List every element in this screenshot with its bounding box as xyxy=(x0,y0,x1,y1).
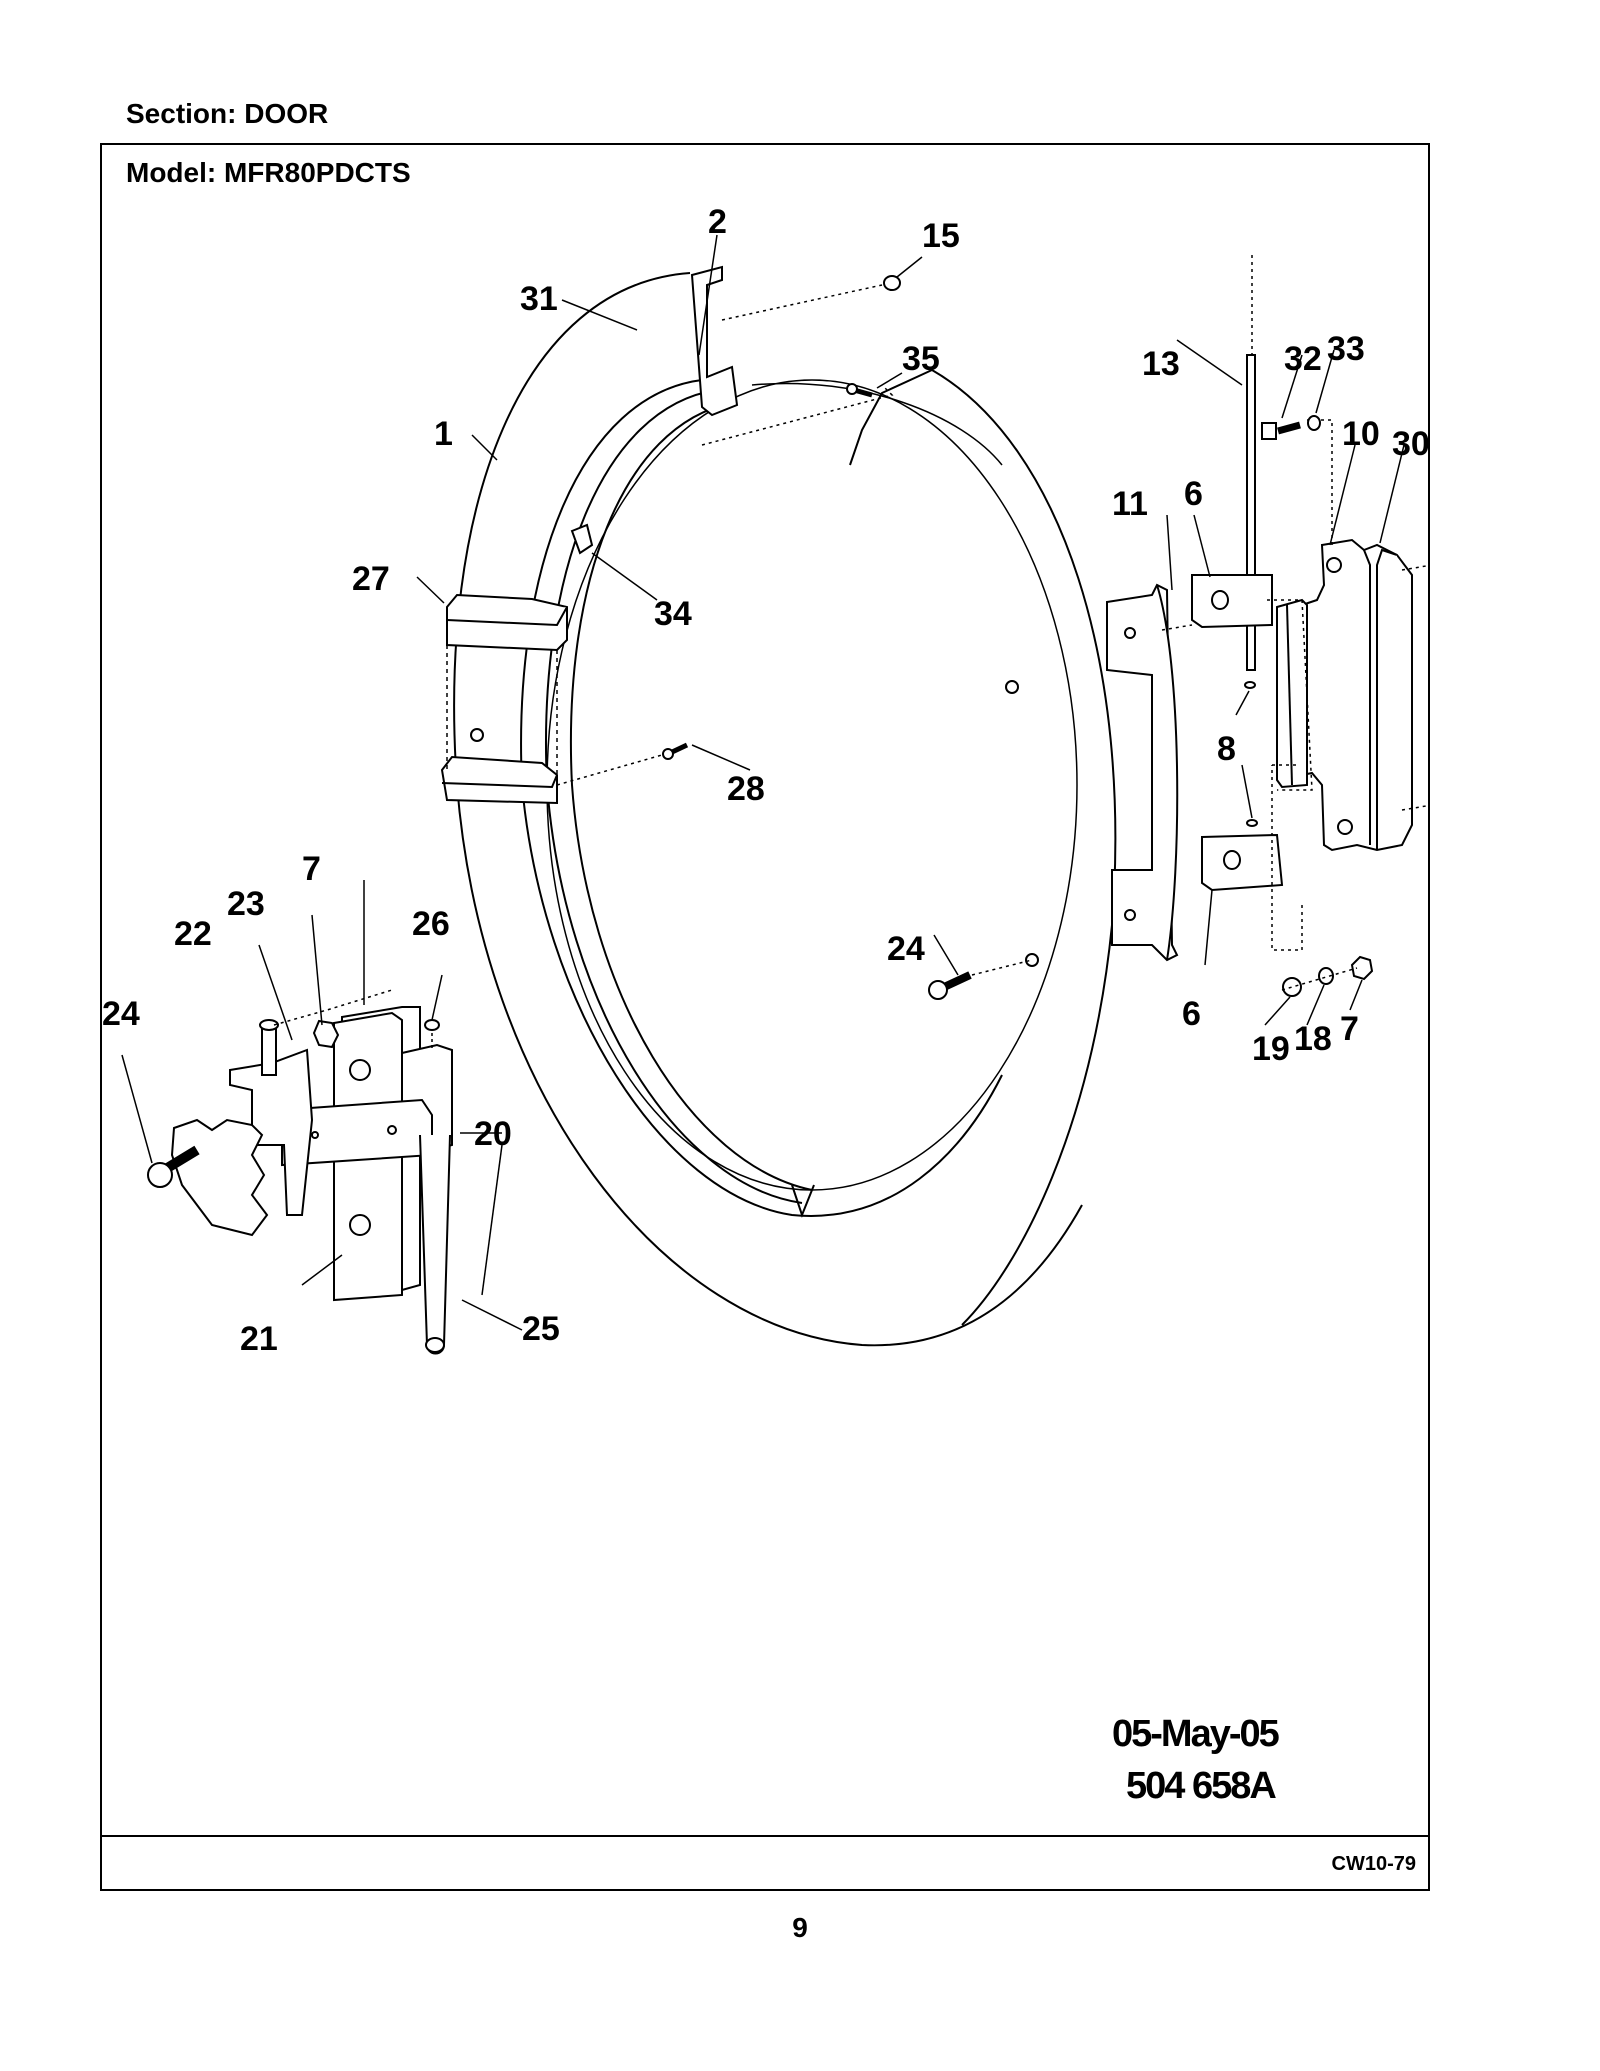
glass-clip xyxy=(570,523,594,555)
strike-plate xyxy=(1106,583,1179,962)
page-number: 9 xyxy=(792,1912,808,1943)
model-title: Model: MFR80PDCTS xyxy=(126,157,411,188)
callout-30: 30 xyxy=(1392,425,1428,463)
callout-21: 21 xyxy=(240,1320,278,1358)
door-inner-ring xyxy=(520,379,1003,1217)
door-outer-ring xyxy=(453,272,1083,1347)
callout-27: 27 xyxy=(352,560,390,598)
door-glass xyxy=(546,379,1078,1191)
washer-26 xyxy=(424,1019,440,1031)
diagram-date: 05-May-05 xyxy=(1112,1713,1280,1755)
section-title: Section: DOOR xyxy=(126,98,329,129)
callout-26: 26 xyxy=(412,905,450,943)
door-handle xyxy=(1301,538,1413,852)
hinge-block-lower xyxy=(440,755,558,805)
callout-32: 32 xyxy=(1284,340,1322,378)
nut-7-right xyxy=(1350,955,1374,981)
callout-24-center: 24 xyxy=(887,930,925,968)
callout-6-upper: 6 xyxy=(1184,475,1203,513)
callout-19: 19 xyxy=(1252,1030,1290,1068)
callout-13: 13 xyxy=(1142,345,1180,383)
screw-32 xyxy=(1261,421,1301,440)
callout-34: 34 xyxy=(654,595,692,633)
drawing-number: 504 658A xyxy=(1126,1765,1277,1807)
lock-block-upper xyxy=(1191,574,1273,629)
footer-divider xyxy=(102,1835,1428,1837)
callout-22: 22 xyxy=(174,915,212,953)
callout-8: 8 xyxy=(1217,730,1236,768)
callout-7-left: 7 xyxy=(302,850,321,888)
washer-18 xyxy=(1318,967,1334,985)
callout-23: 23 xyxy=(227,885,265,923)
callout-20: 20 xyxy=(474,1115,512,1153)
bolt-24-center xyxy=(928,971,972,1000)
callout-28: 28 xyxy=(727,770,765,808)
exploded-door-diagram: 31 2 15 35 1 13 32 33 10 30 11 6 8 27 34… xyxy=(102,203,1428,1358)
lock-rod xyxy=(1246,354,1256,671)
hinge-block-upper xyxy=(446,593,568,652)
callout-35: 35 xyxy=(902,340,940,378)
callout-1: 1 xyxy=(434,415,453,453)
lock-block-lower xyxy=(1201,833,1284,892)
hinge-assembly xyxy=(170,1006,453,1302)
bolt-24-left xyxy=(147,1145,200,1188)
screw-28 xyxy=(662,742,689,760)
handle-grip xyxy=(1276,598,1308,789)
washer-33 xyxy=(1307,415,1321,431)
callout-10: 10 xyxy=(1342,415,1380,453)
hinge-pin-23 xyxy=(259,1019,279,1076)
hinge-rod-25 xyxy=(419,1134,451,1355)
callout-33: 33 xyxy=(1327,330,1365,368)
callout-31: 31 xyxy=(520,280,558,318)
callout-18: 18 xyxy=(1294,1020,1332,1058)
nut-7-left xyxy=(312,1019,340,1049)
washer-19 xyxy=(1282,977,1302,997)
callout-15: 15 xyxy=(922,217,960,255)
callout-2: 2 xyxy=(708,203,727,241)
callout-25: 25 xyxy=(522,1310,560,1348)
callout-7-right: 7 xyxy=(1340,1010,1359,1048)
callout-11: 11 xyxy=(1112,485,1148,523)
diagram-frame: Model: MFR80PDCTS xyxy=(100,143,1430,1891)
callout-24-left: 24 xyxy=(102,995,140,1033)
callout-6-lower: 6 xyxy=(1182,995,1201,1033)
hinge-bracket-top xyxy=(690,265,739,417)
document-code: CW10-79 xyxy=(1331,1853,1416,1875)
washer-15 xyxy=(883,275,901,291)
screw-35 xyxy=(846,383,873,398)
door-ring-edge xyxy=(931,369,1117,1326)
